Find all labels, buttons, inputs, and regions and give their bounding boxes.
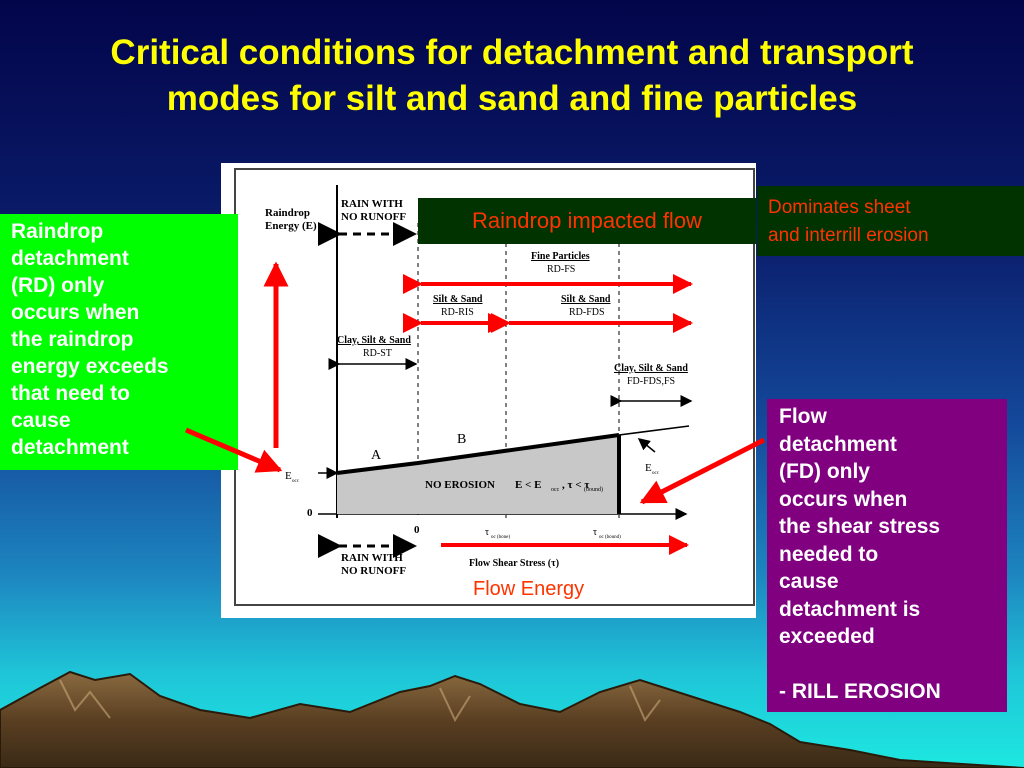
rd-ris-label: RD-RIS (441, 307, 474, 318)
fd-line: (FD) only (779, 460, 870, 483)
y-axis-label-2: Energy (E) (265, 220, 317, 232)
rd-st-label: RD-ST (363, 348, 392, 359)
fd-line: exceeded (779, 625, 875, 648)
tau-bone-sub: oc (bone) (491, 535, 510, 540)
fd-line: occurs when (779, 487, 908, 511)
zero-y-label: 0 (307, 507, 313, 519)
title-line-2: modes for silt and sand and fine particl… (166, 79, 858, 118)
rain-bottom-label-1: RAIN WITH (341, 552, 403, 564)
e-occ-left-label: E (285, 470, 292, 482)
flow-energy-label: Flow Energy (473, 578, 585, 600)
rain-top-label-1: RAIN WITH (341, 198, 403, 210)
fd-line: cause (779, 570, 839, 593)
tau-bound-label: τ (593, 527, 597, 538)
e-occ-right-label: E (645, 462, 652, 474)
rd-line: (RD) only (11, 274, 105, 297)
e-occ-left-sub: occ (292, 479, 300, 484)
rd-line: energy exceeds (11, 355, 169, 378)
fd-line: detachment (779, 432, 897, 456)
rd-line: Raindrop (11, 220, 104, 243)
rd-line: detachment (11, 247, 129, 270)
clay-2-label: Clay, Silt & Sand (614, 363, 688, 374)
rd-line: that need to (11, 382, 130, 405)
inequality-sub: occ (551, 487, 560, 493)
rill-erosion-label: - RILL EROSION (779, 679, 941, 703)
diagram-canvas: Raindrop Energy (E) RAIN WITH NO RUNOFF … (234, 168, 755, 606)
inequality-tail: , τ < τ (562, 479, 589, 491)
inequality-label: E < E (515, 479, 541, 491)
title-line-1: Critical conditions for detachment and t… (110, 33, 914, 72)
rd-line: cause (11, 409, 71, 432)
clay-1-label: Clay, Silt & Sand (337, 335, 411, 346)
tau-bone-label: τ (485, 527, 489, 538)
raindrop-detachment-box: Raindrop detachment (RD) only occurs whe… (0, 214, 238, 470)
flow-detachment-box: Flow detachment (FD) only occurs when th… (767, 399, 1007, 712)
no-erosion-region (337, 435, 619, 514)
silt-sand-1-label: Silt & Sand (433, 294, 483, 305)
fd-line: Flow (779, 405, 827, 428)
rd-line: occurs when (11, 301, 140, 324)
x-axis-label: Flow Shear Stress (τ) (469, 558, 559, 569)
y-axis-label-1: Raindrop (265, 207, 310, 219)
mountain-range-background (0, 670, 1024, 768)
raindrop-impacted-flow-box: Raindrop impacted flow (418, 198, 756, 244)
dominates-line-2: and interrill erosion (768, 225, 929, 246)
tau-bound-sub: oc (bound) (599, 535, 621, 540)
fd-line: detachment is (779, 597, 921, 621)
fd-fds-label: FD-FDS,FS (627, 376, 675, 387)
bound-label: (bound) (584, 486, 603, 493)
rd-line: the raindrop (11, 328, 134, 351)
dominates-line-1: Dominates sheet (768, 197, 911, 218)
rd-fds-label: RD-FDS (569, 307, 605, 318)
region-b-label: B (457, 432, 466, 447)
e-occ-right-sub: occ (652, 471, 660, 476)
fd-line: the shear stress (779, 515, 941, 538)
silt-sand-2-label: Silt & Sand (561, 294, 611, 305)
rain-top-label-2: NO RUNOFF (341, 211, 406, 223)
rd-line: detachment (11, 436, 129, 459)
no-erosion-label: NO EROSION (425, 479, 495, 491)
region-a-label: A (371, 448, 382, 463)
slide-title: Critical conditions for detachment and t… (0, 30, 1024, 122)
fd-line: needed to (779, 542, 879, 566)
zero-x-label: 0 (414, 524, 420, 536)
rd-fs-label: RD-FS (547, 264, 575, 275)
rain-bottom-label-2: NO RUNOFF (341, 565, 406, 577)
threshold-line (336, 433, 620, 475)
dominates-sheet-box: Dominates sheet and interrill erosion (757, 186, 1024, 256)
fine-particles-label: Fine Particles (531, 251, 590, 262)
